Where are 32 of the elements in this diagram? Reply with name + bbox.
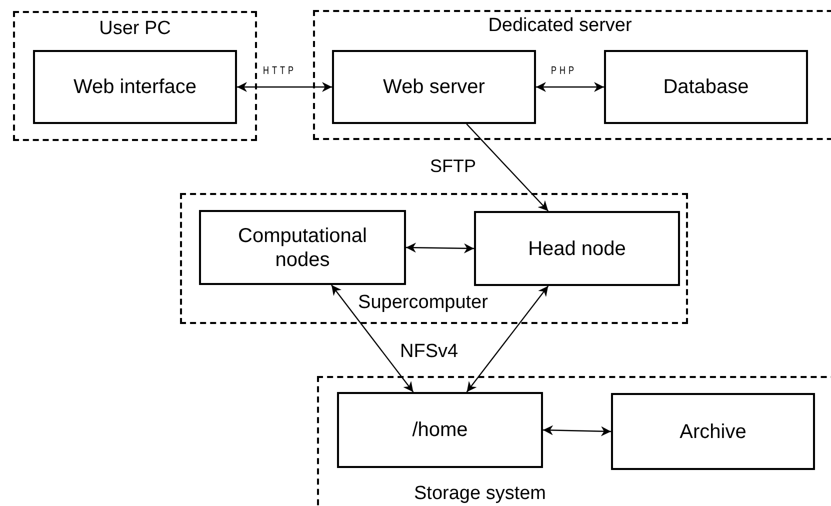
- connector-arrow: [466, 124, 549, 212]
- group-title: Storage system: [414, 484, 546, 503]
- connector-arrow: [331, 284, 414, 392]
- protocol-label: NFSv4: [400, 342, 458, 361]
- group-title: Dedicated server: [488, 16, 632, 35]
- connector-arrow: [536, 82, 604, 92]
- component-box: [474, 211, 680, 286]
- connector-arrow: [466, 286, 549, 392]
- connector-arrow: [542, 425, 612, 436]
- component-box: [611, 393, 815, 470]
- box-label: Head node: [528, 236, 626, 260]
- box-label: Archive: [680, 420, 746, 444]
- edge-label: HTTP: [263, 66, 297, 77]
- component-box: [337, 392, 543, 468]
- connector-arrow: [237, 82, 332, 92]
- group-title: Supercomputer: [358, 293, 488, 312]
- edge-label: SFTP: [430, 157, 476, 175]
- connector-arrow: [406, 242, 474, 254]
- group-title: User PC: [99, 19, 171, 38]
- component-box: [604, 50, 808, 124]
- box-label: /home: [412, 418, 468, 442]
- box-label: Web server: [383, 75, 485, 99]
- box-label: Computational nodes: [237, 224, 368, 272]
- dashed-group-frame: [180, 193, 688, 324]
- dashed-group-frame: [13, 11, 257, 141]
- component-box: [199, 210, 406, 285]
- component-box: [33, 50, 237, 124]
- box-label: Database: [663, 75, 749, 99]
- edge-label: PHP: [551, 66, 577, 77]
- dashed-group-frame: [313, 10, 831, 140]
- component-box: [332, 50, 536, 124]
- box-label: Web interface: [73, 75, 197, 99]
